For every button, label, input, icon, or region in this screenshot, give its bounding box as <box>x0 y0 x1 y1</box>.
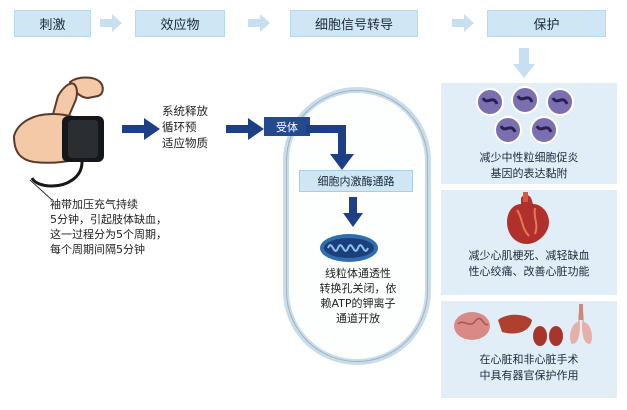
protection-text-3: 在心脏和非心脏手术 中具有器官保护作用 <box>441 352 617 384</box>
release-line-2: 循环预 <box>162 120 197 134</box>
step-stimulus: 刺激 <box>14 10 91 37</box>
mito-line-4: 通道开放 <box>336 312 380 325</box>
step-effector-label: 效应物 <box>160 18 200 33</box>
protection-2-line-2: 性心绞痛、改善心脏功能 <box>468 265 590 278</box>
header-arrow-2-icon <box>248 14 270 32</box>
protection-down-arrow-icon <box>513 48 535 78</box>
release-text: 系统释放 循环预 适应物质 <box>162 103 232 151</box>
receptor-label: 受体 <box>276 120 298 134</box>
header-arrow-1-icon <box>100 14 122 32</box>
cuff-line-1: 袖带加压充气持续 <box>50 198 138 211</box>
release-line-1: 系统释放 <box>162 104 208 118</box>
neutrophil-cells-icon <box>476 86 574 144</box>
arm-to-release-arrow-icon <box>122 118 160 140</box>
cuff-line-2: 5分钟，引起肢体缺血， <box>50 213 167 226</box>
cuff-line-3: 这一过程分为5个周期， <box>50 228 167 241</box>
pointer-line <box>29 179 53 201</box>
mitochondrion-icon <box>320 234 378 262</box>
mito-line-1: 线粒体通透性 <box>325 267 391 280</box>
signal-capsule-inner <box>286 90 428 362</box>
kinase-pathway-label: 细胞内激酶通路 <box>317 175 395 188</box>
pathway-down-arrow-icon <box>343 197 363 227</box>
cuff-description: 袖带加压充气持续 5分钟，引起肢体缺血， 这一过程分为5个周期， 每个周期间隔5… <box>50 197 210 257</box>
release-to-receptor-arrow-icon <box>226 118 264 140</box>
receptor-box: 受体 <box>264 117 310 136</box>
protection-1-line-1: 减少中性粒细胞促炎 <box>479 151 579 164</box>
mito-text: 线粒体通透性 转换孔关闭，依 赖ATP的钾离子 通道开放 <box>300 266 416 326</box>
protection-text-1: 减少中性粒细胞促炎 基因的表达黏附 <box>441 150 617 182</box>
kinase-pathway-box: 细胞内激酶通路 <box>299 170 413 192</box>
step-effector: 效应物 <box>135 10 225 37</box>
header-arrow-3-icon <box>452 14 474 32</box>
organs-icon <box>454 304 592 346</box>
mito-line-2: 转换孔关闭，依 <box>319 282 397 295</box>
protection-1-line-2: 基因的表达黏附 <box>490 167 568 180</box>
mito-line-3: 赖ATP的钾离子 <box>320 297 396 310</box>
step-protection-label: 保护 <box>533 18 560 33</box>
heart-icon <box>507 192 549 244</box>
step-stimulus-label: 刺激 <box>39 18 66 33</box>
cuff-line-4: 每个周期间隔5分钟 <box>50 243 145 256</box>
step-signal: 细胞信号转导 <box>290 10 418 37</box>
step-protection: 保护 <box>487 10 606 37</box>
protection-3-line-1: 在心脏和非心脏手术 <box>479 353 579 366</box>
receptor-to-pathway-arrow-icon <box>306 125 354 170</box>
release-line-3: 适应物质 <box>162 136 208 150</box>
protection-2-line-1: 减少心肌梗死、减轻缺血 <box>468 249 590 262</box>
arm-cuff-icon <box>12 76 104 188</box>
step-signal-label: 细胞信号转导 <box>314 18 393 33</box>
protection-text-2: 减少心肌梗死、减轻缺血 性心绞痛、改善心脏功能 <box>441 248 617 280</box>
protection-3-line-2: 中具有器官保护作用 <box>479 369 579 382</box>
